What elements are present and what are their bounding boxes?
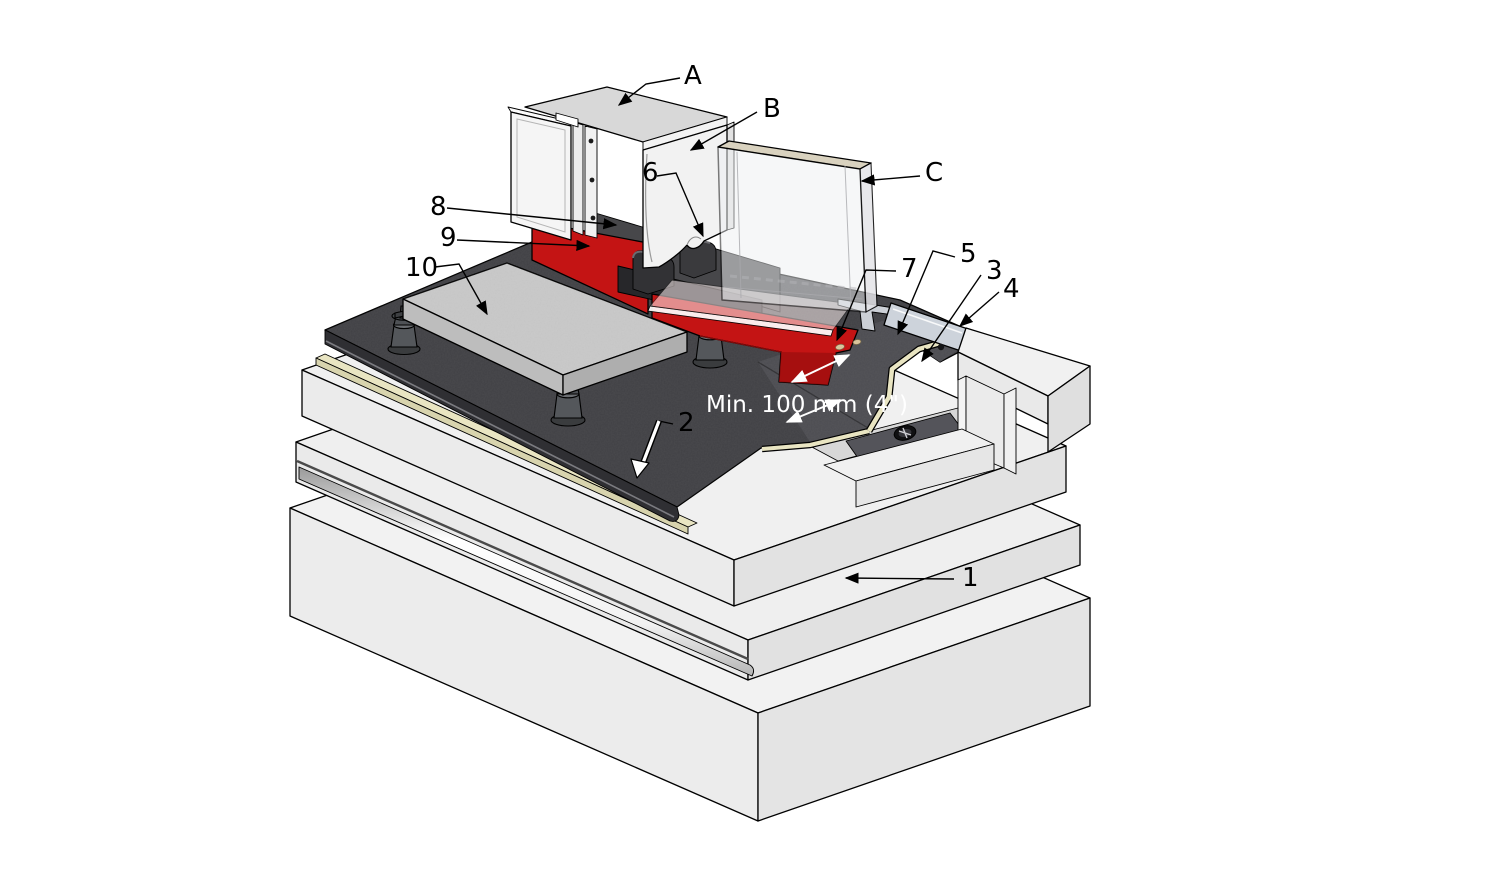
leader-C xyxy=(860,174,921,186)
callout-labels: A B C 6 8 9 10 7 5 3 4 2 1 xyxy=(405,61,1020,593)
sealant-dab xyxy=(852,339,862,345)
red-flap-shade xyxy=(779,352,836,385)
glass-inner-line xyxy=(723,286,863,300)
callout-3: 3 xyxy=(986,256,1003,286)
leader-3 xyxy=(921,274,982,363)
hood-front-crease xyxy=(645,153,653,263)
leader-6 xyxy=(656,172,704,238)
step-slab-face xyxy=(1003,387,1017,475)
hood-curl-detail xyxy=(686,236,702,246)
bar-screw xyxy=(937,343,945,351)
paver-right-face xyxy=(562,331,688,396)
equipment-hood xyxy=(507,86,735,269)
parapet-right-face xyxy=(1047,365,1091,453)
membrane-hem-band xyxy=(324,329,680,522)
leader-2-tail xyxy=(658,420,674,425)
hood-front-face xyxy=(642,124,728,269)
screw xyxy=(589,177,595,183)
dimension-line xyxy=(785,399,842,423)
callout-5: 5 xyxy=(960,239,977,269)
callout-C: C xyxy=(925,158,943,188)
leader-2-arrowhead xyxy=(630,458,650,479)
callout-1: 1 xyxy=(962,563,979,593)
glass-inner-line xyxy=(736,151,742,299)
screw xyxy=(590,215,596,221)
leader-B xyxy=(689,111,758,151)
panel-bracket xyxy=(555,112,579,128)
callout-4: 4 xyxy=(1003,274,1020,304)
metal-bar-highlight xyxy=(892,308,963,334)
leader-10 xyxy=(434,263,488,316)
red-fold-line xyxy=(699,335,782,353)
leader-4 xyxy=(958,291,1000,327)
insulation-wrap-edge xyxy=(761,429,870,451)
callout-6: 6 xyxy=(642,158,659,188)
panel-jamb xyxy=(572,121,584,236)
dimension-annotation: Min. 100 mm (4") xyxy=(706,354,908,423)
fastener-cross xyxy=(898,427,912,439)
leader-5 xyxy=(897,250,956,336)
glass-frit-dashes xyxy=(729,274,859,291)
glass-assembly xyxy=(647,140,895,351)
drip-strip xyxy=(298,466,755,677)
callout-10: 10 xyxy=(405,253,438,283)
upper-slab-right-face xyxy=(733,445,1067,607)
deck-right-face xyxy=(757,597,1091,822)
callout-8: 8 xyxy=(430,192,447,222)
leader-7 xyxy=(836,269,897,342)
access-panel xyxy=(510,111,572,241)
callout-9: 9 xyxy=(440,223,457,253)
leader-2-shaft xyxy=(641,420,661,464)
callout-A: A xyxy=(684,61,702,91)
callout-leaders xyxy=(434,77,1000,584)
leader-1 xyxy=(844,572,955,584)
glass-front-pane xyxy=(717,146,867,313)
access-panel-inner-line xyxy=(516,118,566,233)
lower-step-face xyxy=(855,443,995,508)
drip-strip-shadow-line xyxy=(296,459,749,661)
dimension-text: Min. 100 mm (4") xyxy=(706,392,908,418)
callout-2: 2 xyxy=(678,408,695,438)
membrane-hem-highlight xyxy=(325,340,675,518)
glass-inner-line xyxy=(844,165,852,309)
callout-7: 7 xyxy=(901,254,918,284)
sealant-dab xyxy=(835,343,845,351)
screw xyxy=(588,138,594,144)
dimension-line xyxy=(790,354,851,383)
leader-8 xyxy=(446,207,618,230)
roof-edge-detail xyxy=(761,302,1091,508)
insulation-upturn xyxy=(867,338,948,433)
insulation-thickness-face xyxy=(315,357,689,535)
leader-9 xyxy=(456,239,591,252)
callout-B: B xyxy=(763,94,781,124)
leader-A xyxy=(617,77,681,106)
